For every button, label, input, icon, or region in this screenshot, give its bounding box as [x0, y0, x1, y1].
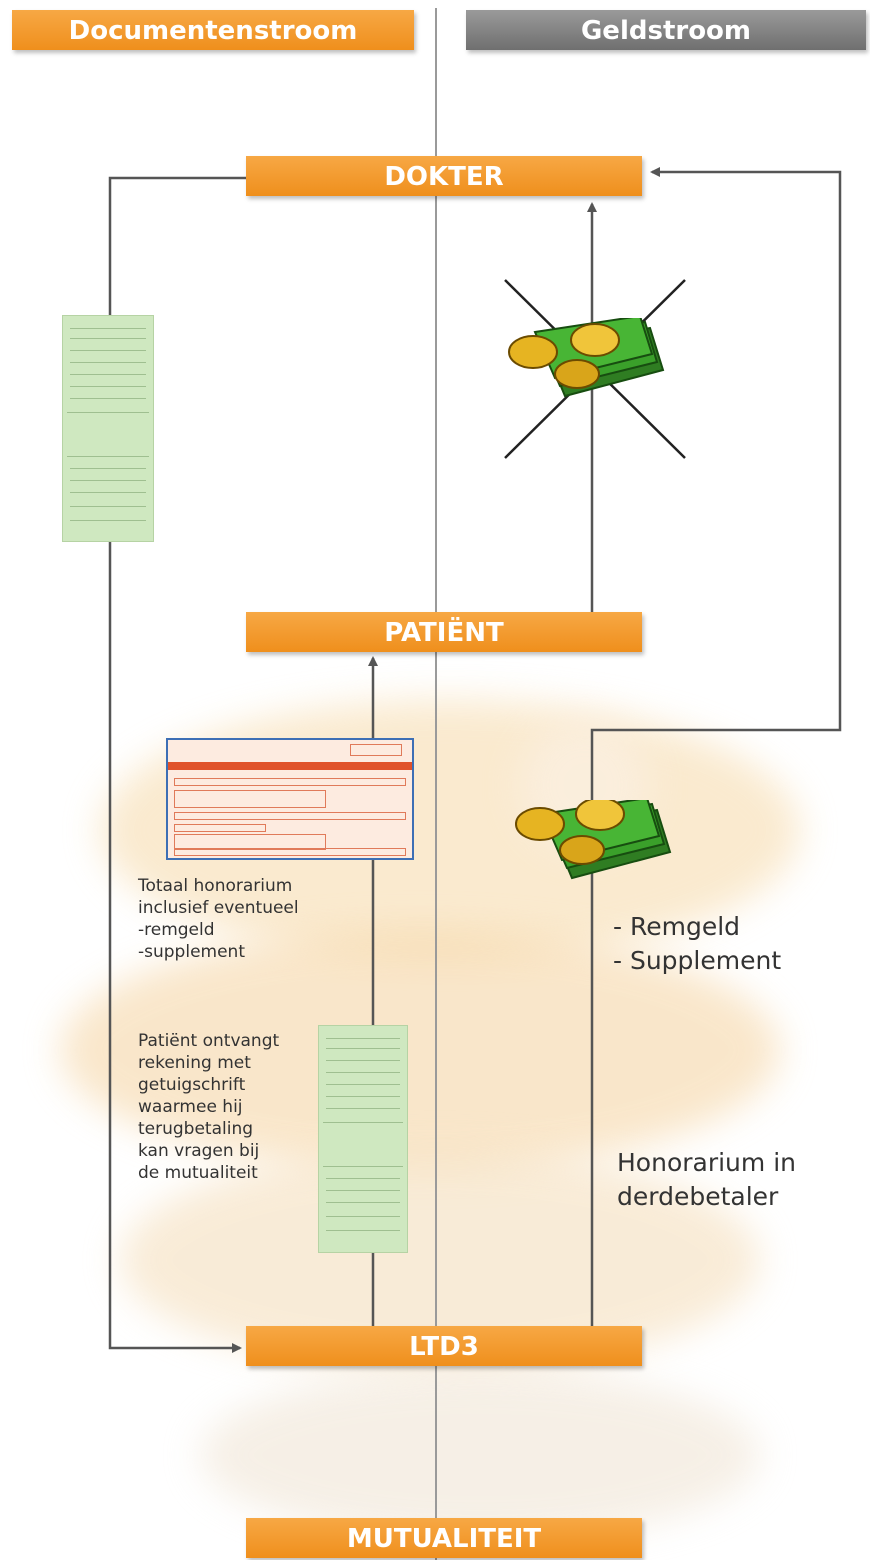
node-ltd3: LTD3 — [246, 1326, 642, 1366]
note-patient-receives: Patiënt ontvangt rekening met getuigschr… — [138, 1031, 280, 1183]
right-loop-arrow — [590, 167, 842, 1326]
node-dokter: DOKTER — [246, 156, 642, 196]
transfer-form-icon — [166, 738, 414, 860]
note-total-fee: Totaal honorarium inclusief eventueel -r… — [138, 876, 299, 962]
left-loop-arrow — [108, 176, 246, 1353]
money-bills-coins-icon — [515, 800, 672, 880]
money-flow-header: Geldstroom — [466, 10, 866, 50]
node-mutualiteit: MUTUALITEIT — [246, 1518, 642, 1558]
money-bills-coins-icon — [508, 318, 665, 398]
certificate-document-icon — [62, 315, 154, 542]
node-patient: PATIËNT — [246, 612, 642, 652]
note-remgeld: - Remgeld - Supplement — [613, 912, 782, 975]
document-flow-header: Documentenstroom — [12, 10, 414, 50]
certificate-document-icon — [318, 1025, 408, 1253]
note-third-party: Honorarium in derdebetaler — [617, 1148, 796, 1211]
